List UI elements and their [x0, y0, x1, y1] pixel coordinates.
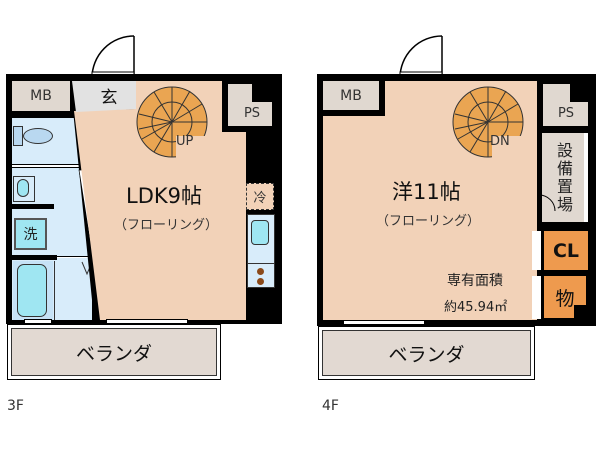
- area-title: 専有面積: [447, 273, 503, 289]
- toilet-tank-icon: [13, 126, 23, 146]
- partition: [12, 164, 80, 168]
- bathtub-icon: [17, 264, 47, 317]
- sink-basin-icon: [17, 179, 29, 197]
- bath-window: [24, 319, 52, 324]
- balcony-3f: ベランダ: [7, 324, 221, 380]
- ldk-label: LDK9帖: [126, 184, 203, 208]
- door-swing-icon: [538, 189, 556, 221]
- closet-label: CL: [552, 239, 580, 262]
- mb-room-3f: MB: [12, 81, 70, 111]
- equipment-label: 設備置場: [554, 141, 573, 214]
- floor-label-4f: 4F: [322, 398, 339, 414]
- washer-label: 洗: [23, 227, 38, 243]
- storage-doors: [532, 276, 542, 319]
- mb-label: MB: [340, 87, 362, 104]
- stair-down-label: DN: [490, 134, 510, 149]
- western-room-sub-label: （フローリング）: [376, 214, 481, 229]
- stair-up-label: UP: [176, 134, 194, 149]
- entrance-label: 玄: [100, 87, 118, 108]
- balcony-window: [106, 319, 188, 324]
- entrance-area: [72, 81, 136, 112]
- balcony-window: [343, 320, 425, 325]
- ps-notch: [252, 80, 280, 102]
- door-line: [57, 256, 95, 258]
- ps-notch: [570, 80, 594, 102]
- storage: 物: [544, 276, 586, 318]
- balcony-label: ベランダ: [388, 343, 465, 366]
- fridge-label: 冷: [253, 191, 267, 206]
- mb-label: MB: [30, 88, 52, 104]
- ps-label: PS: [243, 105, 261, 121]
- balcony-label: ベランダ: [75, 342, 152, 365]
- ldk-sub-label: （フローリング）: [114, 218, 219, 233]
- mb-room-4f: MB: [323, 81, 379, 110]
- storage-notch: [574, 305, 594, 325]
- floor-label-3f: 3F: [7, 398, 24, 414]
- wall-segment: [12, 204, 54, 209]
- area-value: 約45.94㎡: [444, 300, 508, 315]
- equipment-space: 設備置場: [542, 133, 588, 222]
- counter-divider: [247, 263, 275, 264]
- spiral-stair-up-icon: [136, 86, 210, 160]
- closet: CL: [544, 231, 588, 270]
- stove-burner-icon: [257, 268, 264, 275]
- fridge-space: 冷: [246, 183, 274, 210]
- bath-divider: [54, 261, 55, 320]
- entrance: 玄: [92, 82, 126, 108]
- ps-label-wrap: PS: [546, 102, 586, 124]
- ps-label: PS: [557, 105, 575, 121]
- kitchen-sink-icon: [251, 220, 269, 245]
- stove-burner-icon: [257, 278, 264, 285]
- wall-segment: [12, 255, 57, 260]
- ps-label-wrap: PS: [232, 102, 272, 124]
- floor-3f: MB 洗 玄 PS: [6, 35, 282, 414]
- balcony-4f: ベランダ: [318, 326, 535, 380]
- closet-doors: [532, 231, 542, 270]
- storage-label: 物: [555, 287, 575, 310]
- western-room-label: 洋11帖: [392, 180, 461, 204]
- toilet-bowl-icon: [23, 128, 53, 144]
- washer: 洗: [14, 218, 47, 250]
- spiral-stair-down-icon: [452, 86, 526, 160]
